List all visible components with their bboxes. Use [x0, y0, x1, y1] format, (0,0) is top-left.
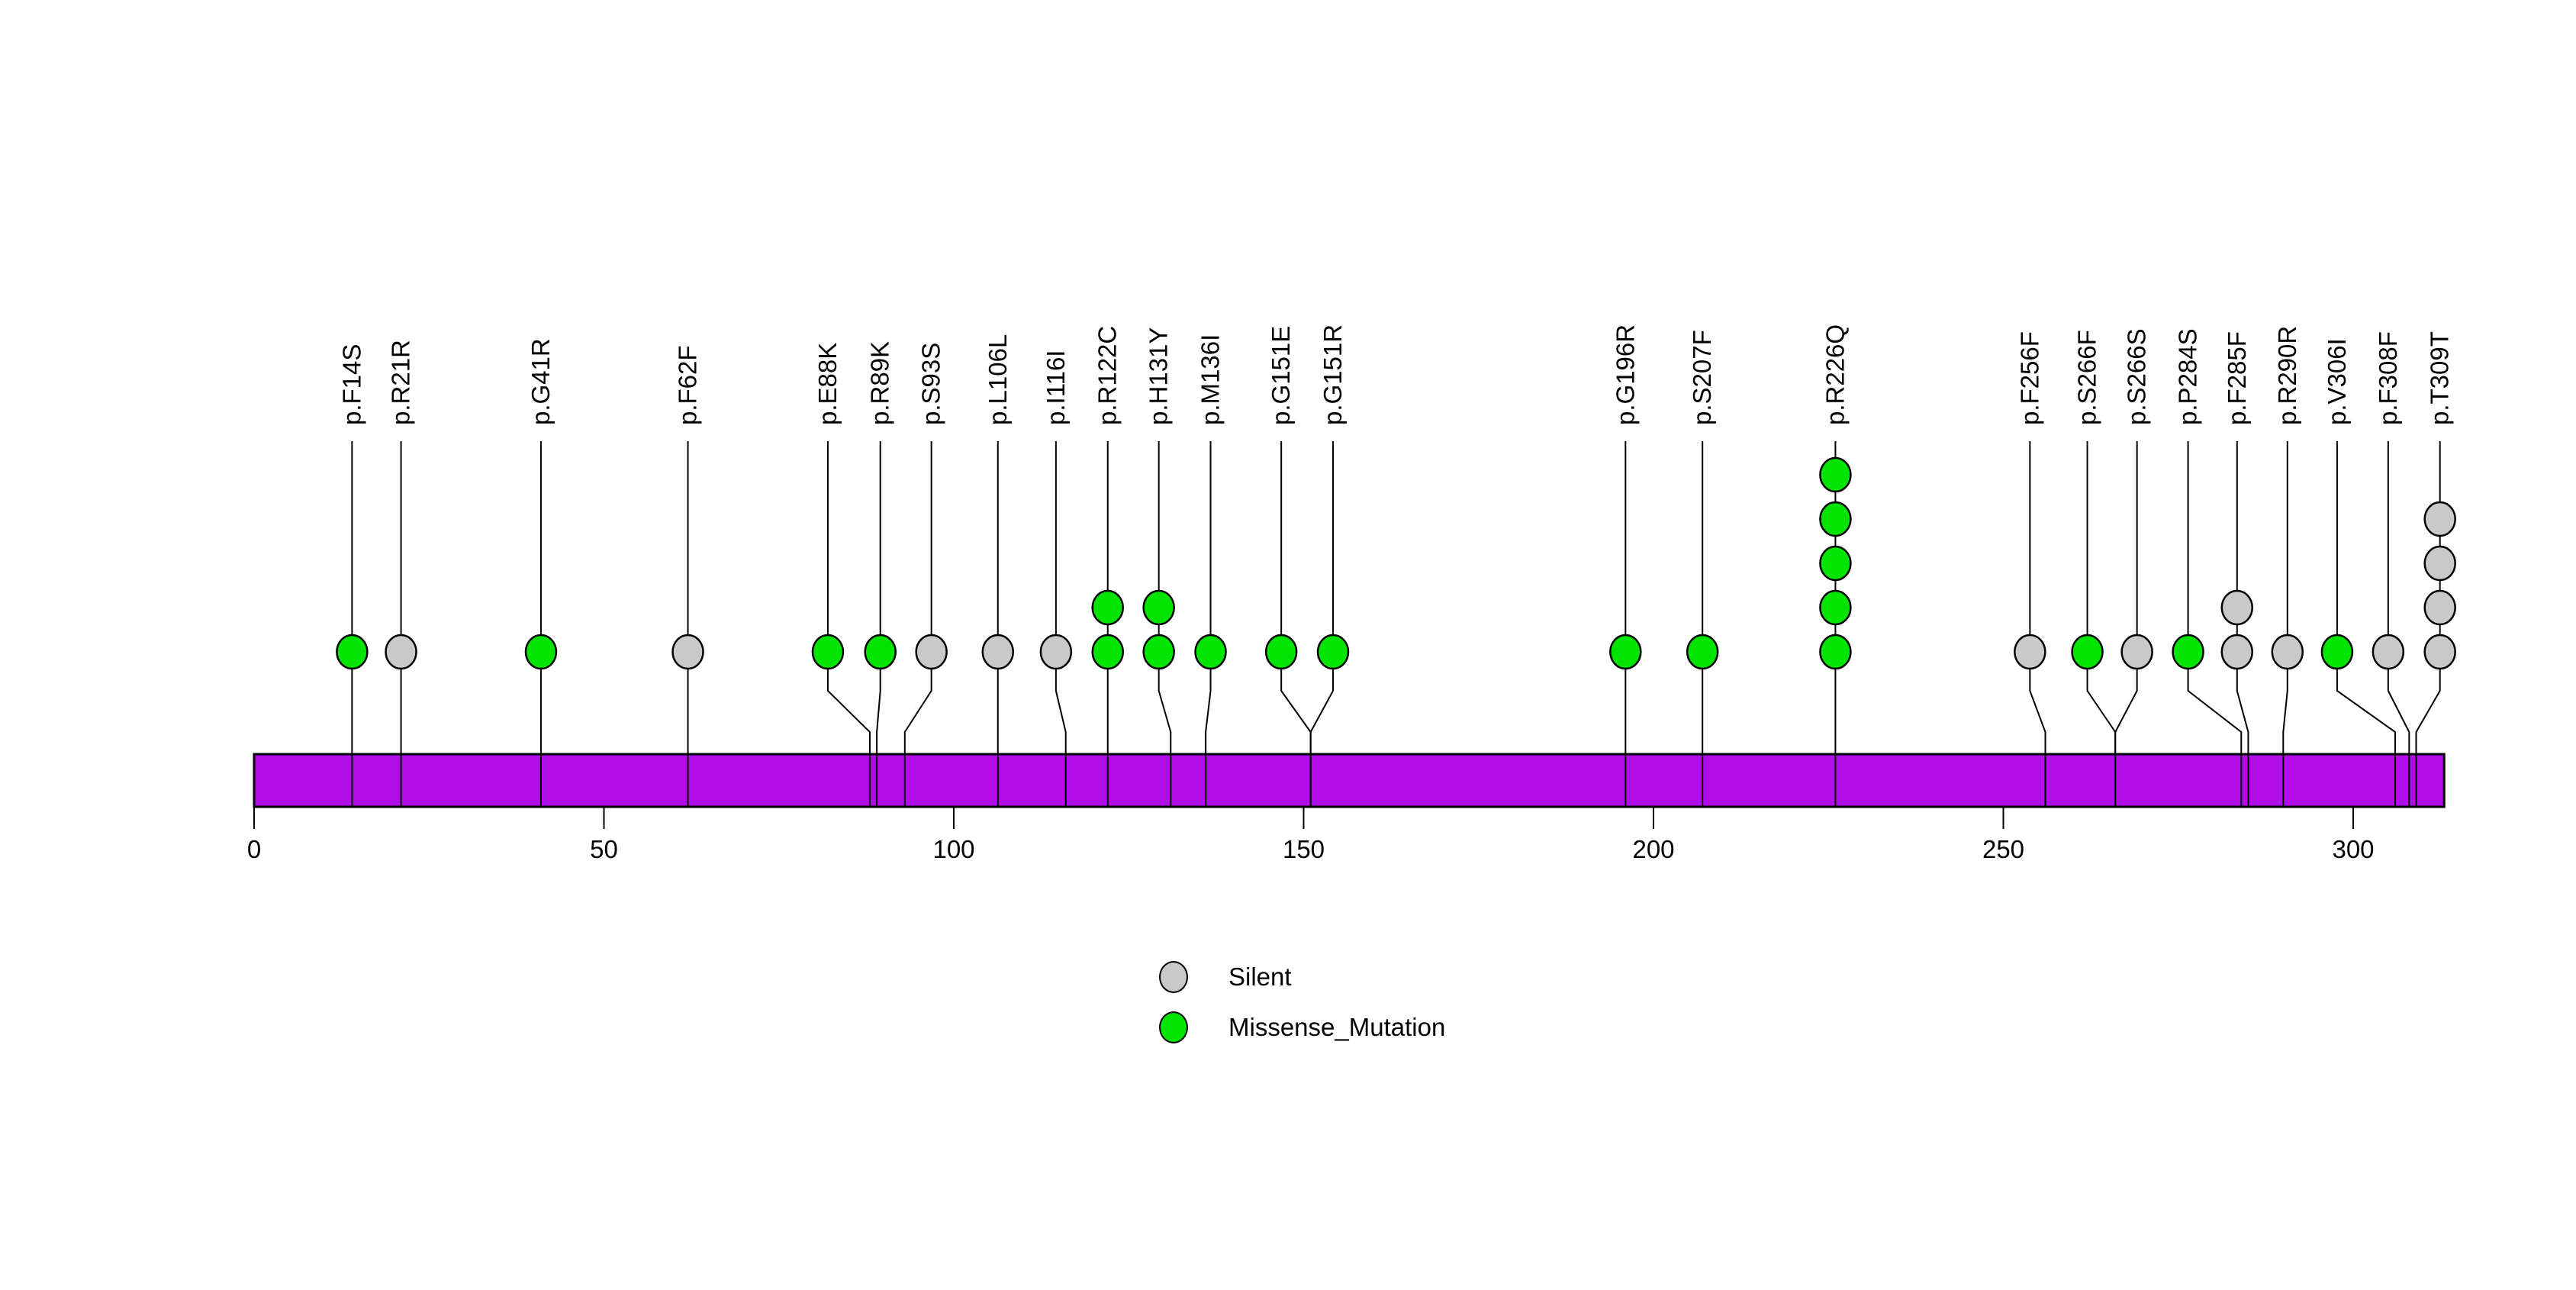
mutation-circle	[524, 634, 558, 670]
lollipop-stem	[876, 441, 881, 807]
mutation-label: p.R122C	[1093, 326, 1122, 425]
mutation-circle	[2120, 634, 2153, 670]
mutation-circle	[2014, 634, 2046, 670]
mutation-circle	[2071, 634, 2104, 670]
mutation-label: p.F62F	[674, 345, 702, 425]
axis-tick-label: 300	[2332, 835, 2374, 863]
mutation-circle	[2372, 634, 2405, 670]
axis-tick-label: 50	[590, 835, 618, 863]
mutation-label: p.T309T	[2426, 331, 2454, 425]
mutation-label: p.R226Q	[1821, 324, 1849, 425]
legend: Silent Missense_Mutation	[1159, 961, 1445, 1062]
mutation-circle	[981, 634, 1015, 670]
mutation-label: p.L106L	[984, 334, 1012, 425]
mutation-circle	[2423, 634, 2456, 670]
mutation-label: p.V306I	[2323, 338, 2351, 425]
legend-swatch-silent-circle	[1159, 961, 1188, 993]
axis-tick-label: 0	[247, 835, 261, 863]
mutation-label: p.F256F	[2015, 331, 2043, 425]
mutation-label: p.I116I	[1042, 350, 1070, 425]
mutation-label: p.S93S	[917, 343, 945, 425]
mutation-circle	[1091, 634, 1124, 670]
mutation-circle	[2423, 589, 2456, 626]
mutation-circle	[671, 634, 704, 670]
axis-tick-label: 200	[1632, 835, 1674, 863]
mutation-circle	[2423, 545, 2456, 582]
axis-tick-label: 100	[932, 835, 974, 863]
mutation-circle	[2172, 634, 2204, 670]
mutation-label: p.S266S	[2123, 328, 2151, 425]
mutation-circle	[1194, 634, 1227, 670]
mutation-label: p.F285F	[2223, 331, 2251, 425]
lollipop-stem	[2387, 441, 2410, 807]
lollipop-stem	[2236, 441, 2249, 807]
mutation-label: p.S266F	[2073, 330, 2101, 425]
mutation-label: p.R290R	[2273, 326, 2301, 425]
mutation-circle	[864, 634, 897, 670]
mutation-label: p.P284S	[2174, 328, 2202, 425]
protein-bar	[253, 753, 2446, 808]
mutation-label: p.F14S	[337, 344, 365, 425]
axis-tick-label: 150	[1283, 835, 1325, 863]
legend-item-silent: Silent	[1159, 961, 1445, 993]
axis-tick-label: 250	[1982, 835, 2024, 863]
mutation-label: p.R21R	[387, 340, 415, 425]
lollipop-stem	[2187, 441, 2243, 807]
mutation-circle	[2220, 589, 2254, 626]
mutation-label: p.F308F	[2374, 331, 2402, 425]
lollipop-stem	[2282, 441, 2288, 807]
mutation-label: p.G41R	[526, 338, 555, 425]
mutation-circle	[1686, 634, 1719, 670]
mutation-circle	[915, 634, 948, 670]
mutation-circle	[1264, 634, 1298, 670]
legend-swatch-missense-circle	[1159, 1011, 1188, 1043]
mutation-label: p.G151E	[1267, 326, 1295, 425]
lollipop-stem	[1205, 441, 1212, 807]
mutation-circle	[1039, 634, 1073, 670]
mutation-circle	[2271, 634, 2304, 670]
mutation-circle	[1142, 634, 1175, 670]
mutation-circle	[1142, 589, 1175, 626]
mutation-circle	[1819, 545, 1852, 582]
mutation-circle	[2220, 634, 2254, 670]
mutation-circle	[1819, 634, 1852, 670]
legend-item-missense: Missense_Mutation	[1159, 1011, 1445, 1043]
mutation-circle	[336, 634, 369, 670]
legend-label-missense: Missense_Mutation	[1228, 1013, 1446, 1041]
lollipop-stem	[1280, 441, 1312, 807]
mutation-label: p.G196R	[1611, 324, 1639, 425]
mutation-circle	[2423, 501, 2456, 537]
mutation-circle	[1819, 456, 1852, 493]
mutation-circle	[1091, 589, 1124, 626]
mutation-circle	[811, 634, 845, 670]
mutation-label: p.E88K	[813, 343, 842, 425]
mutation-circle	[2320, 634, 2354, 670]
lollipop-stem	[1055, 441, 1067, 807]
legend-label-silent: Silent	[1228, 963, 1292, 991]
mutation-label: p.R89K	[866, 341, 894, 425]
lollipop-stem	[1309, 441, 1335, 807]
mutation-label: p.S207F	[1688, 330, 1716, 425]
mutation-circle	[385, 634, 417, 670]
lollipop-stem	[2114, 441, 2138, 807]
mutation-label: p.G151R	[1319, 324, 1347, 425]
mutation-circle	[1609, 634, 1642, 670]
lollipop-stem	[826, 441, 871, 807]
lollipop-stem	[2029, 441, 2046, 807]
mutation-label: p.H131Y	[1145, 327, 1173, 425]
mutation-label: p.M136I	[1196, 334, 1225, 425]
mutation-circle	[1819, 589, 1852, 626]
lollipop-stem	[1158, 441, 1172, 807]
lollipop-stem	[2086, 441, 2117, 807]
mutation-circle	[1316, 634, 1350, 670]
lollipop-stem	[2336, 441, 2397, 807]
lollipop-stem	[903, 441, 932, 807]
mutation-circle	[1819, 501, 1852, 537]
